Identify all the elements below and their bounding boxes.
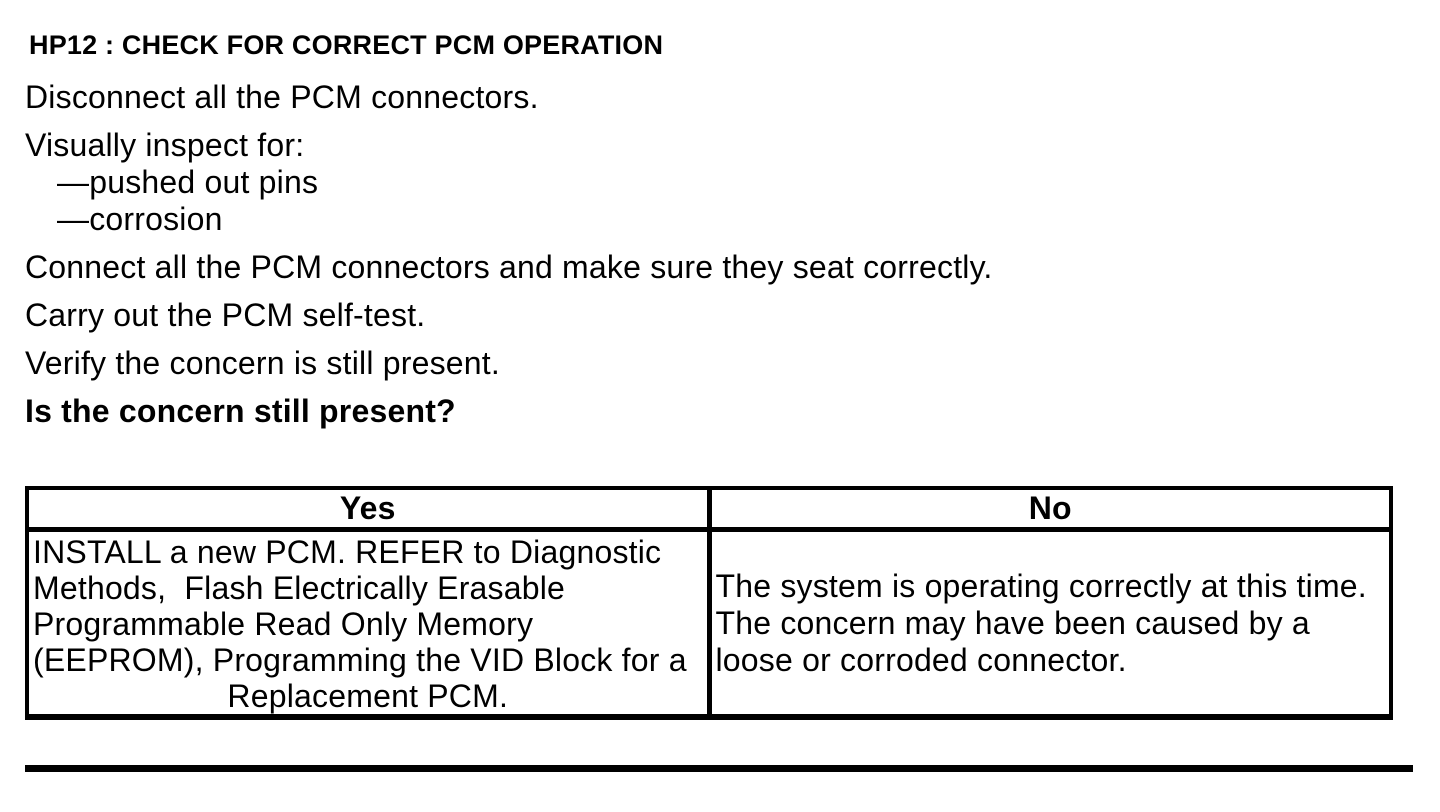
yes-action-text: INSTALL a new PCM. REFER to Diagnostic M… [33,534,687,678]
section-divider-rule [25,765,1413,772]
yes-action-text-last-line: Replacement PCM. [227,678,509,714]
decision-table-body-row: INSTALL a new PCM. REFER to Diagnostic M… [27,529,1391,718]
no-action-cell: The system is operating correctly at thi… [706,529,1391,717]
yes-action-cell: INSTALL a new PCM. REFER to Diagnostic M… [27,530,709,718]
yes-no-decision-table: Yes No INSTALL a new PCM. REFER to Diagn… [25,486,1393,720]
decision-question: Is the concern still present? [25,393,456,429]
inspect-item-corrosion: —corrosion [57,201,223,237]
inspect-item-pushed-out-pins: —pushed out pins [57,164,319,200]
step-carry-out-self-test: Carry out the PCM self-test. [25,297,426,333]
pinpoint-test-heading: HP12 : CHECK FOR CORRECT PCM OPERATION [29,30,664,60]
step-verify-concern: Verify the concern is still present. [25,345,500,381]
step-visually-inspect-intro: Visually inspect for: [25,127,305,163]
no-action-text: The system is operating correctly at thi… [715,567,1367,678]
decision-table-header-row: Yes No [27,488,1391,532]
inspect-item-list: —pushed out pins —corrosion [25,164,1440,238]
no-column-header: No [706,488,1391,532]
yes-column-header: Yes [27,488,709,532]
step-connect-connectors: Connect all the PCM connectors and make … [25,249,993,285]
step-disconnect-connectors: Disconnect all the PCM connectors. [25,79,539,115]
